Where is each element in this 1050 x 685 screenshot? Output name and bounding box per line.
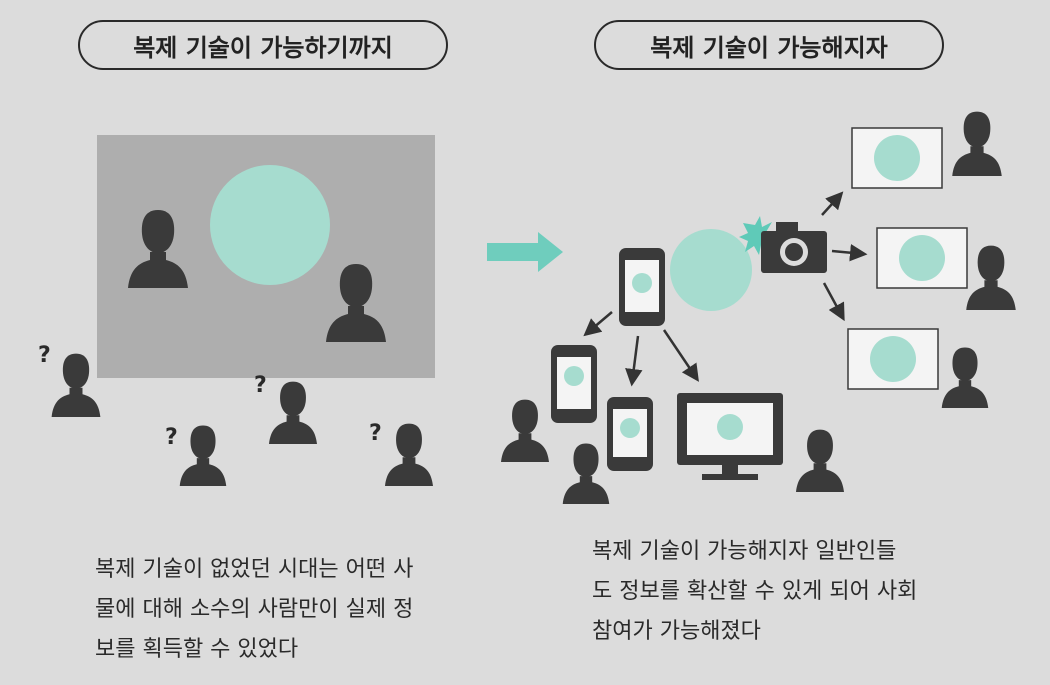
right-title: 복제 기술이 가능해지자: [650, 33, 888, 62]
left-caption-line: 복제 기술이 없었던 시대는 어떤 사: [95, 557, 414, 582]
person-icon-right-6: [796, 429, 844, 492]
photo-print-2: [876, 227, 968, 289]
right-caption-line: 참여가 가능해졌다: [592, 619, 761, 644]
right-title-pill: 복제 기술이 가능해지자: [594, 20, 944, 70]
person-icon-outside-2: [269, 381, 317, 444]
question-mark-1: ?: [38, 343, 51, 368]
person-icon-outside-3: [179, 425, 227, 486]
person-icon-right-1: [952, 111, 1002, 176]
question-mark-4: ?: [369, 421, 382, 446]
person-icon-right-4: [501, 399, 549, 462]
photo-print-3: [847, 328, 939, 390]
person-icon-outside-4: [385, 423, 433, 486]
right-caption-line: 복제 기술이 가능해지자 일반인들: [592, 539, 897, 564]
arrow-to-phone-1: [583, 311, 613, 337]
person-icon-right-3: [941, 347, 989, 408]
arrow-to-monitor: [662, 329, 699, 382]
photo-print-1: [851, 127, 943, 189]
right-caption: 복제 기술이 가능해지자 일반인들 도 정보를 확산할 수 있게 되어 사회 참…: [592, 532, 917, 652]
source-object-circle: [670, 229, 752, 311]
arrow-to-print-2: [831, 243, 868, 262]
left-caption-line: 보를 획득할 수 있었다: [95, 637, 299, 662]
left-title: 복제 기술이 가능하기까지: [133, 33, 393, 62]
original-object-circle: [210, 165, 330, 285]
camera-icon: [739, 216, 827, 273]
arrow-to-print-3: [822, 282, 845, 322]
monitor-icon: [677, 393, 783, 480]
phone-icon-2: [607, 397, 653, 471]
question-mark-2: ?: [254, 373, 267, 398]
arrow-to-print-1: [821, 191, 844, 216]
phone-icon-main: [619, 248, 665, 326]
left-caption-line: 물에 대해 소수의 사람만이 실제 정: [95, 597, 414, 622]
person-icon-right-5: [562, 443, 610, 504]
left-title-pill: 복제 기술이 가능하기까지: [78, 20, 448, 70]
phone-icon-1: [551, 345, 597, 423]
left-caption: 복제 기술이 없었던 시대는 어떤 사 물에 대해 소수의 사람만이 실제 정 …: [95, 550, 413, 670]
right-caption-line: 도 정보를 확산할 수 있게 되어 사회: [592, 579, 918, 604]
question-mark-3: ?: [165, 425, 178, 450]
person-icon-right-2: [966, 245, 1016, 310]
arrow-to-phone-2: [625, 335, 643, 387]
person-icon-outside-1: [51, 353, 101, 417]
transition-arrow-icon: [487, 232, 563, 272]
